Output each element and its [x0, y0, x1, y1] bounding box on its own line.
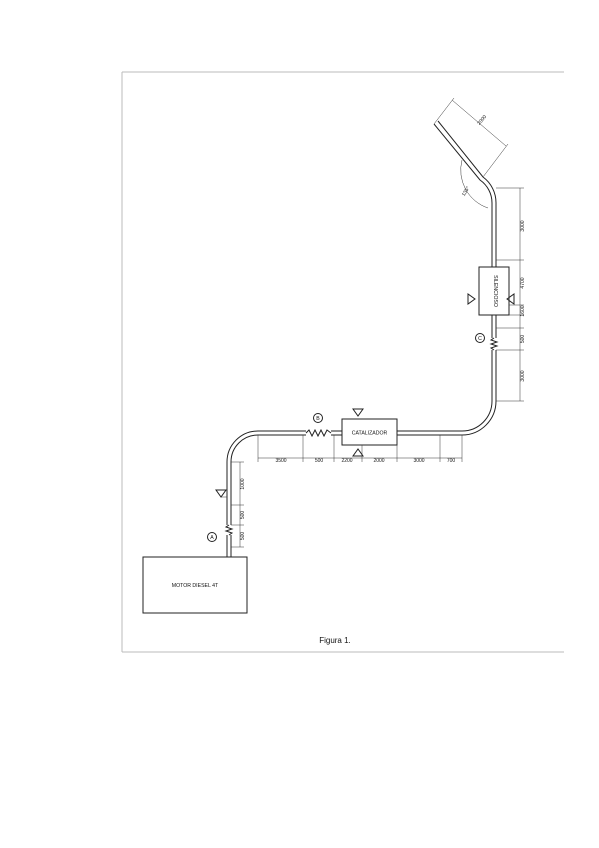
- muffler-box: [478, 266, 510, 316]
- catalyst-sensor-top-icon: [352, 408, 364, 417]
- dim-label-700: 700: [447, 458, 456, 464]
- angle-label: 135°: [461, 186, 471, 198]
- angle-arc: [460, 159, 489, 209]
- engine-pipe-sensor-icon: [215, 489, 227, 498]
- muffler-sensor-right-icon: [506, 293, 515, 305]
- dim-line-outlet: [451, 99, 507, 147]
- dim-label-500-low: 500: [240, 532, 246, 541]
- dim-label-3000-h: 3000: [413, 458, 424, 464]
- point-b-marker: [313, 413, 323, 423]
- flex-joint-a: [224, 524, 234, 536]
- point-a-marker: [207, 532, 217, 542]
- dim-label-3500: 3500: [275, 458, 286, 464]
- exhaust-pipe-inner-wall: [230, 120, 497, 557]
- flex-joint-b: [305, 428, 332, 438]
- point-a-label: A: [210, 535, 214, 541]
- engine-box: [142, 556, 248, 614]
- dim-label-3000-right-high: 3000: [520, 220, 526, 231]
- dim-label-500-mid: 500: [240, 511, 246, 520]
- exhaust-pipe-outer-wall: [226, 123, 493, 557]
- dim-label-2000-h: 2000: [373, 458, 384, 464]
- dim-label-500-right: 500: [520, 335, 526, 344]
- dim-label-2200: 2200: [341, 458, 352, 464]
- dim-label-500-h: 500: [315, 458, 324, 464]
- dim-label-3000-right-low: 3000: [520, 370, 526, 381]
- flex-joint-c: [489, 337, 499, 351]
- dim-label-2000-outlet: 2000: [476, 114, 488, 127]
- muffler-label: SILENCIOSO: [492, 275, 498, 307]
- muffler-sensor-left-icon: [467, 293, 476, 305]
- engine-label: MOTOR DIESEL 4T: [172, 583, 219, 589]
- catalyst-label: CATALIZADOR: [352, 431, 388, 437]
- figure-caption: Figura 1.: [319, 636, 351, 645]
- point-b-label: B: [316, 416, 320, 422]
- dim-ext-outlet-b: [482, 143, 509, 178]
- dim-label-1600: 1600: [520, 305, 526, 316]
- catalyst-box: [341, 418, 398, 446]
- dim-label-1000: 1000: [240, 478, 246, 489]
- dim-label-4700: 4700: [520, 277, 526, 288]
- point-c-marker: [475, 333, 485, 343]
- dim-ext-outlet-a: [433, 97, 455, 125]
- catalyst-sensor-bottom-icon: [352, 448, 364, 457]
- point-c-label: C: [478, 336, 482, 342]
